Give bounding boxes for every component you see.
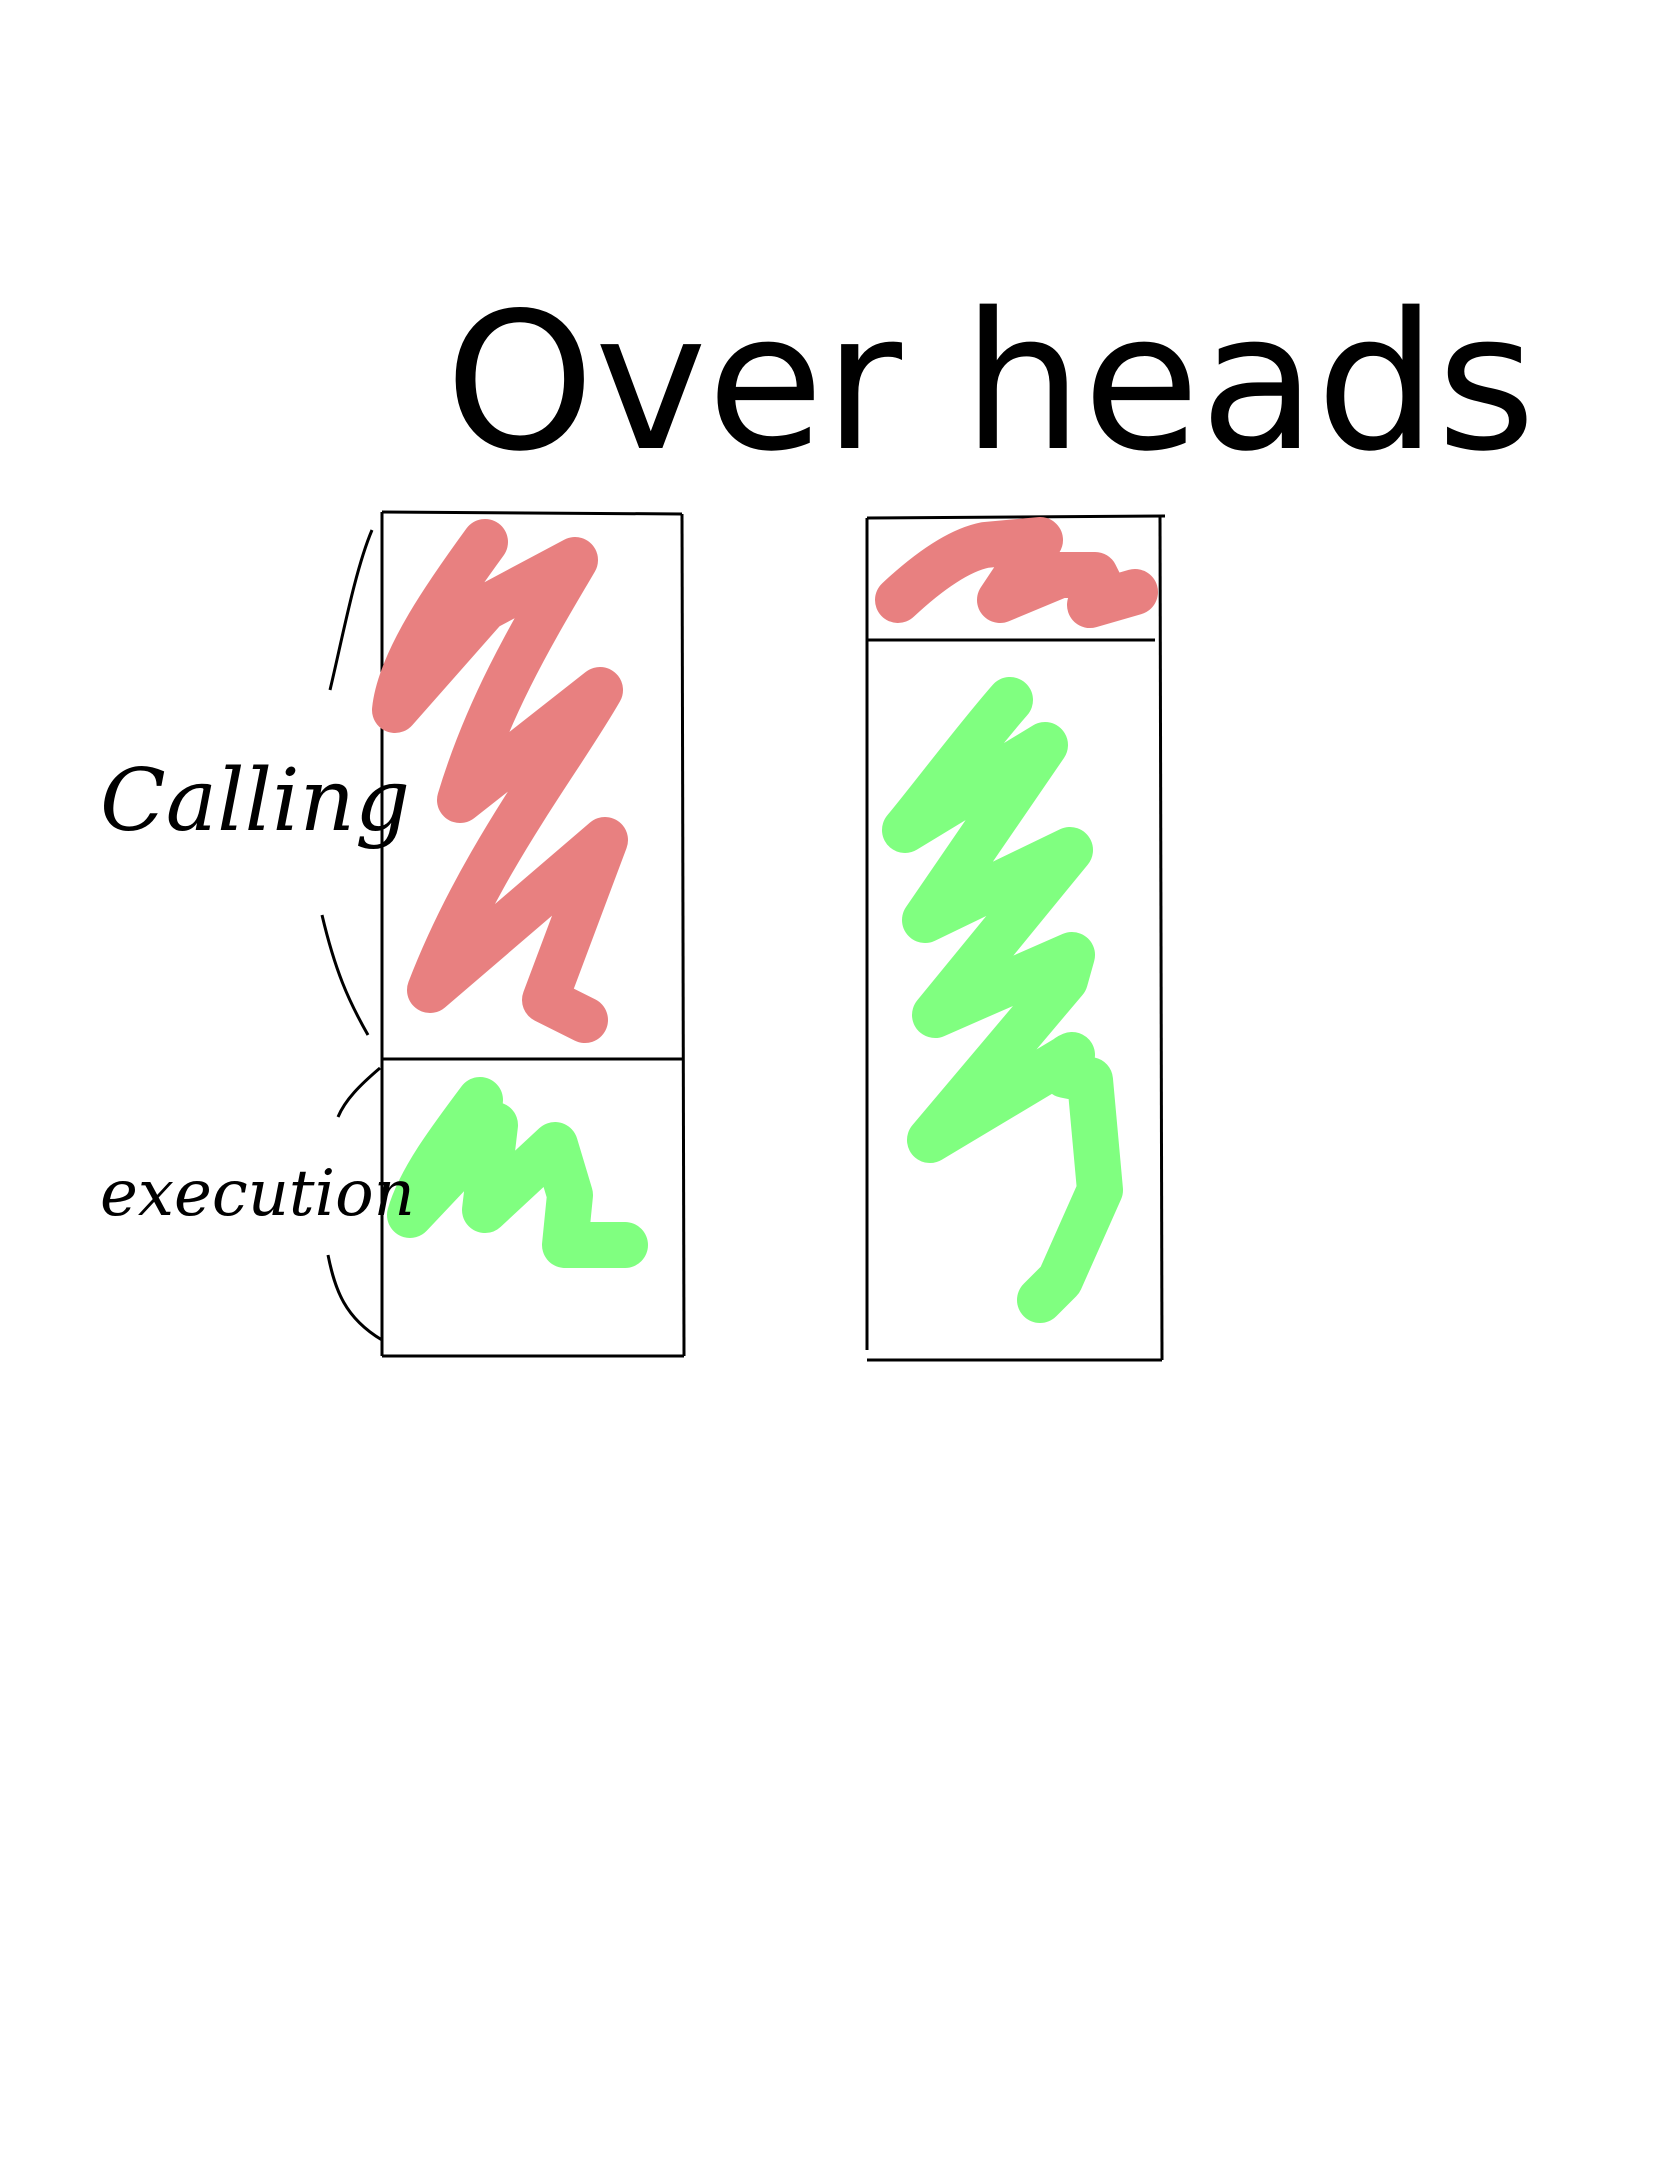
- right-column-top-edge: [866, 514, 1166, 520]
- execution-bracket-top: [336, 1066, 381, 1118]
- execution-bracket-bottom: [326, 1254, 383, 1342]
- execution-bracket: [326, 1066, 383, 1342]
- calling-bracket-top: [328, 529, 374, 691]
- left-calling-scribble: [372, 519, 628, 1043]
- right-execution-scribble: [882, 677, 1123, 1323]
- left-column: [372, 510, 686, 1358]
- calling-bracket-bottom: [320, 914, 370, 1036]
- left-column-right-edge: [680, 513, 686, 1357]
- title: Over heads: [445, 272, 1536, 493]
- right-column: [865, 514, 1166, 1362]
- calling-label: Calling: [100, 751, 410, 851]
- execution-label: execution: [100, 1157, 415, 1231]
- right-calling-scribble: [875, 517, 1158, 628]
- right-column-right-edge: [1158, 515, 1164, 1361]
- left-execution-scribble: [387, 1077, 648, 1268]
- calling-bracket: [320, 529, 374, 1036]
- left-column-top-edge: [381, 510, 683, 516]
